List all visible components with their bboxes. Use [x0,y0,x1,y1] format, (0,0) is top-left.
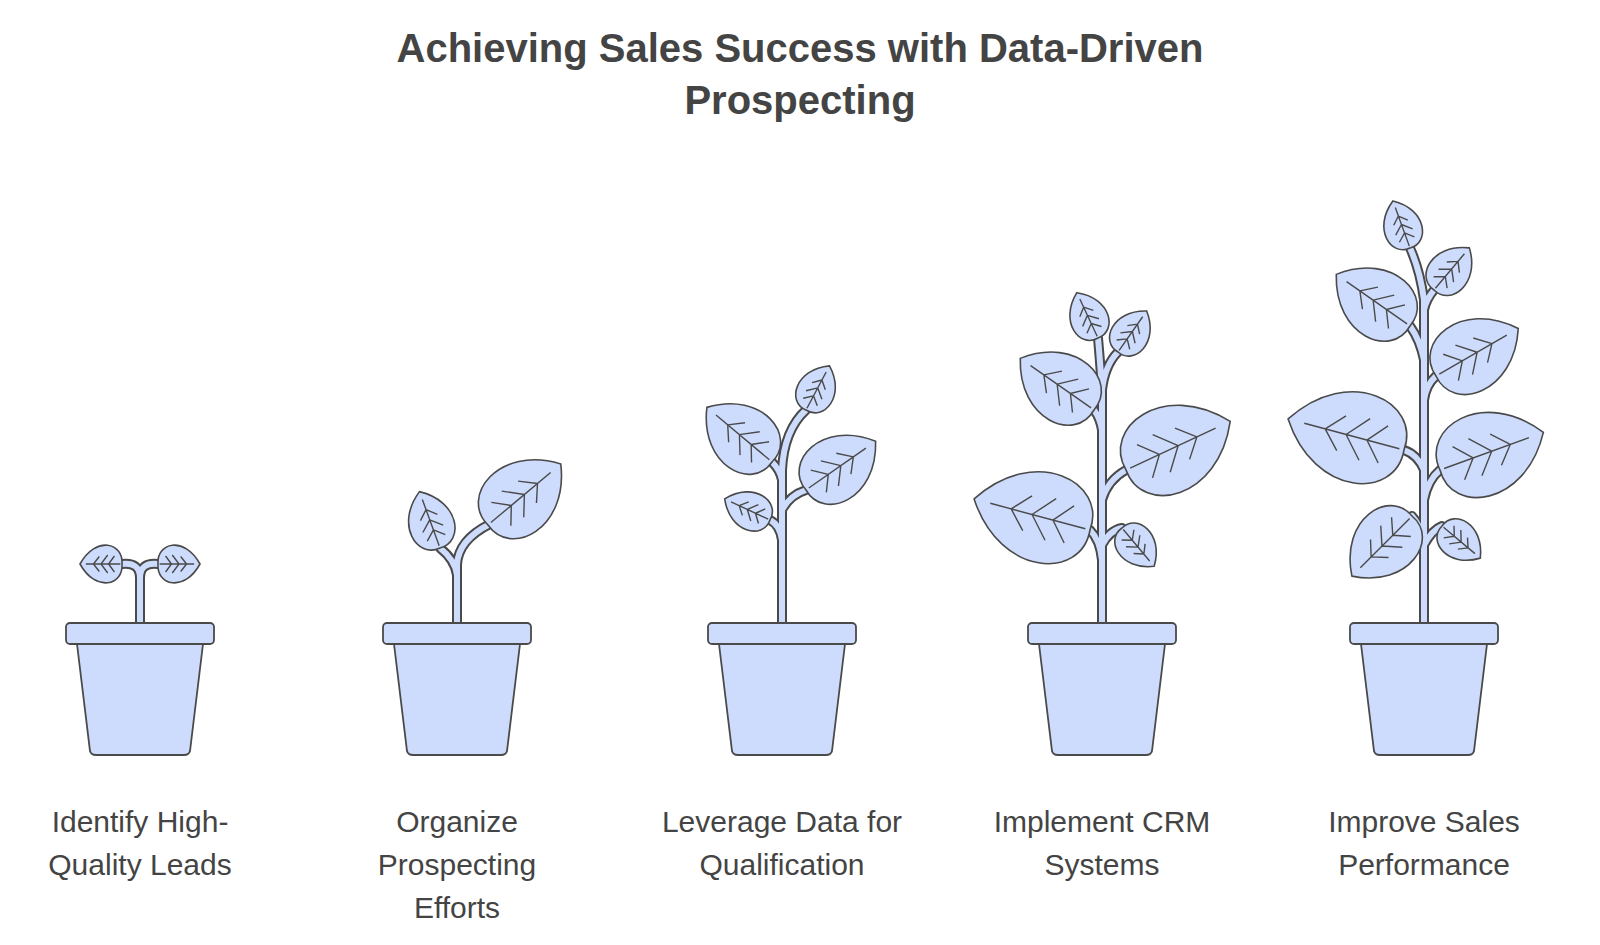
diagram-title: Achieving Sales Success with Data-Driven… [300,22,1300,126]
stage-label: Identify High-Quality Leads [20,800,260,886]
stage-label: Leverage Data for Qualification [627,800,937,886]
stage-label: Organize Prospecting Efforts [337,800,577,929]
stage-label: Implement CRM Systems [962,800,1242,886]
stage-label: Improve Sales Performance [1294,800,1554,886]
